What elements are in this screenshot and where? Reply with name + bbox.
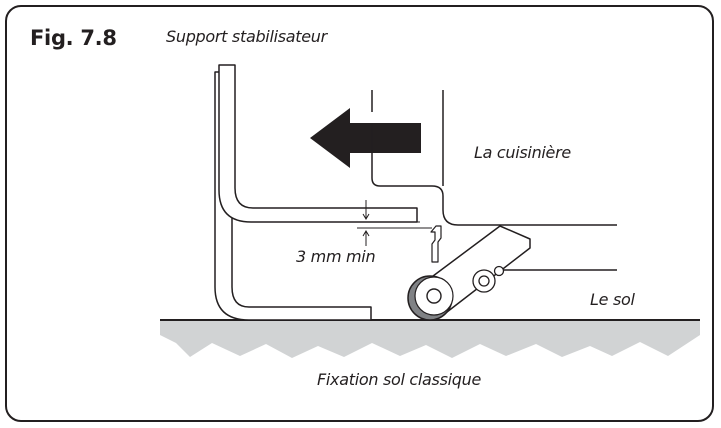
support-bracket-outer <box>214 71 372 321</box>
support-bracket-inner <box>218 64 418 223</box>
floor-fill <box>160 320 700 358</box>
label-support: Support stabilisateur <box>166 27 327 46</box>
figure-number: Fig. 7.8 <box>30 26 117 50</box>
cooker-body <box>371 124 617 226</box>
roller-axle <box>426 288 442 304</box>
adjust-screw-inner <box>478 275 490 287</box>
dimension-arrow-down <box>362 200 370 220</box>
screw-cap <box>493 265 505 277</box>
label-floor: Le sol <box>590 290 635 309</box>
label-fixation: Fixation sol classique <box>317 370 482 389</box>
label-cooker: La cuisinière <box>474 143 571 162</box>
label-gap: 3 mm min <box>296 247 376 266</box>
left-arrow-icon <box>310 108 421 168</box>
foot-clip <box>430 225 442 263</box>
dimension-arrow-up <box>362 230 370 246</box>
